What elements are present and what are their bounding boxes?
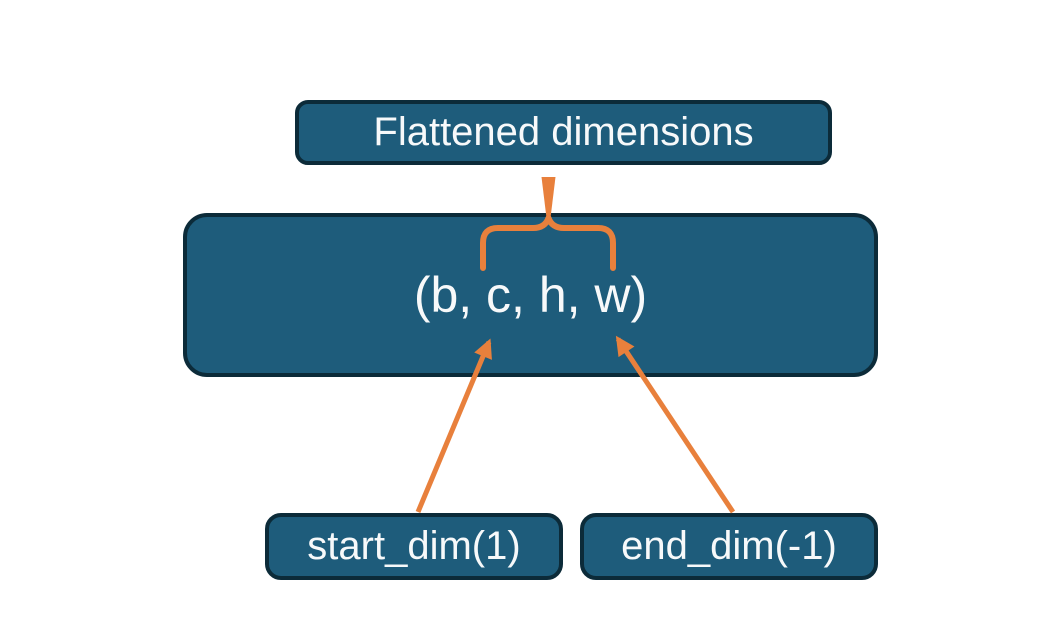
end-dim-box: end_dim(-1): [580, 513, 878, 580]
brace-stem: [541, 177, 556, 218]
end-dim-label: end_dim(-1): [621, 524, 837, 568]
tensor-shape-box: (b, c, h, w): [183, 213, 878, 377]
tensor-shape-label: (b, c, h, w): [413, 267, 648, 323]
flattened-dimensions-label: Flattened dimensions: [373, 110, 754, 154]
start-dim-box: start_dim(1): [265, 513, 563, 580]
start-dim-label: start_dim(1): [307, 524, 521, 568]
flattened-dimensions-box: Flattened dimensions: [295, 100, 832, 165]
